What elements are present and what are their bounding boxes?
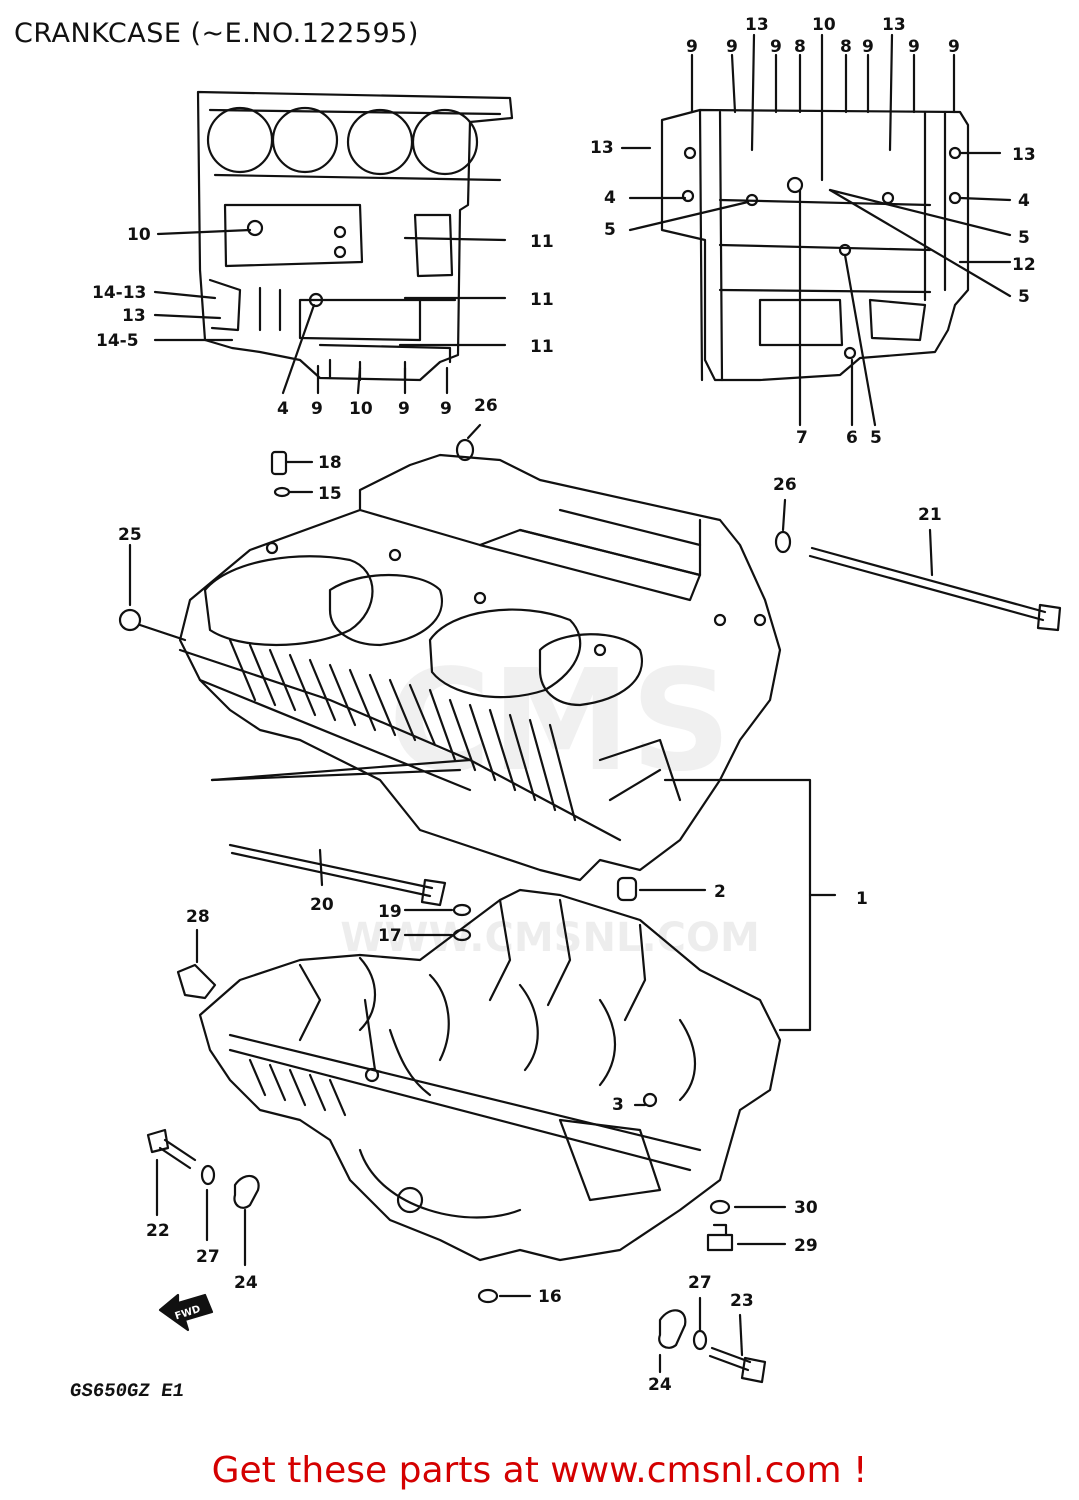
callout-22: 22 (146, 1221, 170, 1241)
callout-13d: 13 (1012, 145, 1036, 165)
callout-27a: 27 (196, 1247, 220, 1267)
callout-5c: 5 (1018, 287, 1030, 307)
callout-9i: 9 (440, 399, 452, 419)
callout-9a: 9 (686, 37, 698, 57)
callout-11a: 11 (530, 232, 554, 252)
callout-27b: 27 (688, 1273, 712, 1293)
callout-16: 16 (538, 1287, 562, 1307)
callout-17: 17 (378, 926, 402, 946)
callout-26b: 26 (773, 475, 797, 495)
page-title: CRANKCASE (~E.NO.122595) (14, 18, 419, 49)
callout-29: 29 (794, 1236, 818, 1256)
callout-10c: 10 (349, 399, 373, 419)
callout-1: 1 (856, 889, 868, 909)
callout-8b: 8 (840, 37, 852, 57)
callout-3: 3 (612, 1095, 624, 1115)
callout-24b: 24 (648, 1375, 672, 1395)
callout-6: 6 (846, 428, 858, 448)
callout-14-13: 14-13 (92, 283, 146, 303)
callout-14-5: 14-5 (96, 331, 139, 351)
callout-5d: 5 (870, 428, 882, 448)
callout-7: 7 (796, 428, 808, 448)
upper-crankcase (178, 453, 782, 882)
callout-15: 15 (318, 484, 342, 504)
callout-9f: 9 (948, 37, 960, 57)
callout-9b: 9 (726, 37, 738, 57)
callout-30: 30 (794, 1198, 818, 1218)
callout-9c: 9 (770, 37, 782, 57)
callout-20: 20 (310, 895, 334, 915)
callout-2: 2 (714, 882, 726, 902)
lower-crankcase (198, 888, 782, 1262)
callout-9g: 9 (311, 399, 323, 419)
callout-4c: 4 (277, 399, 289, 419)
callout-10a: 10 (812, 15, 836, 35)
callout-8a: 8 (794, 37, 806, 57)
callout-12: 12 (1012, 255, 1036, 275)
callout-25: 25 (118, 525, 142, 545)
callout-5a: 5 (604, 220, 616, 240)
callout-4b: 4 (1018, 191, 1030, 211)
callout-9d: 9 (862, 37, 874, 57)
callout-28: 28 (186, 907, 210, 927)
callout-9e: 9 (908, 37, 920, 57)
callout-9h: 9 (398, 399, 410, 419)
callout-labels: 13 10 13 9 9 9 8 8 9 9 9 13 13 4 4 5 5 1… (92, 15, 1036, 1395)
callout-4a: 4 (604, 188, 616, 208)
callout-11c: 11 (530, 337, 554, 357)
callout-11b: 11 (530, 290, 554, 310)
callout-21: 21 (918, 505, 942, 525)
callout-19: 19 (378, 902, 402, 922)
callout-13a: 13 (745, 15, 769, 35)
callout-10b: 10 (127, 225, 151, 245)
callout-24a: 24 (234, 1273, 258, 1293)
callout-26a: 26 (474, 396, 498, 416)
callout-13b: 13 (882, 15, 906, 35)
watermark-url: WWW.CMSNL.COM (340, 915, 760, 961)
callout-13e: 13 (122, 306, 146, 326)
loose-parts (118, 423, 1062, 1384)
callout-13c: 13 (590, 138, 614, 158)
upper-case-bottom-view (153, 90, 514, 395)
footer-link[interactable]: Get these parts at www.cmsnl.com ! (211, 1450, 868, 1491)
callout-18: 18 (318, 453, 342, 473)
callout-23: 23 (730, 1291, 754, 1311)
watermark-logo: CMS (388, 640, 732, 803)
model-code: GS650GZ E1 (68, 1380, 186, 1402)
lower-case-bolt-pattern (620, 33, 1012, 427)
callout-5b: 5 (1018, 228, 1030, 248)
